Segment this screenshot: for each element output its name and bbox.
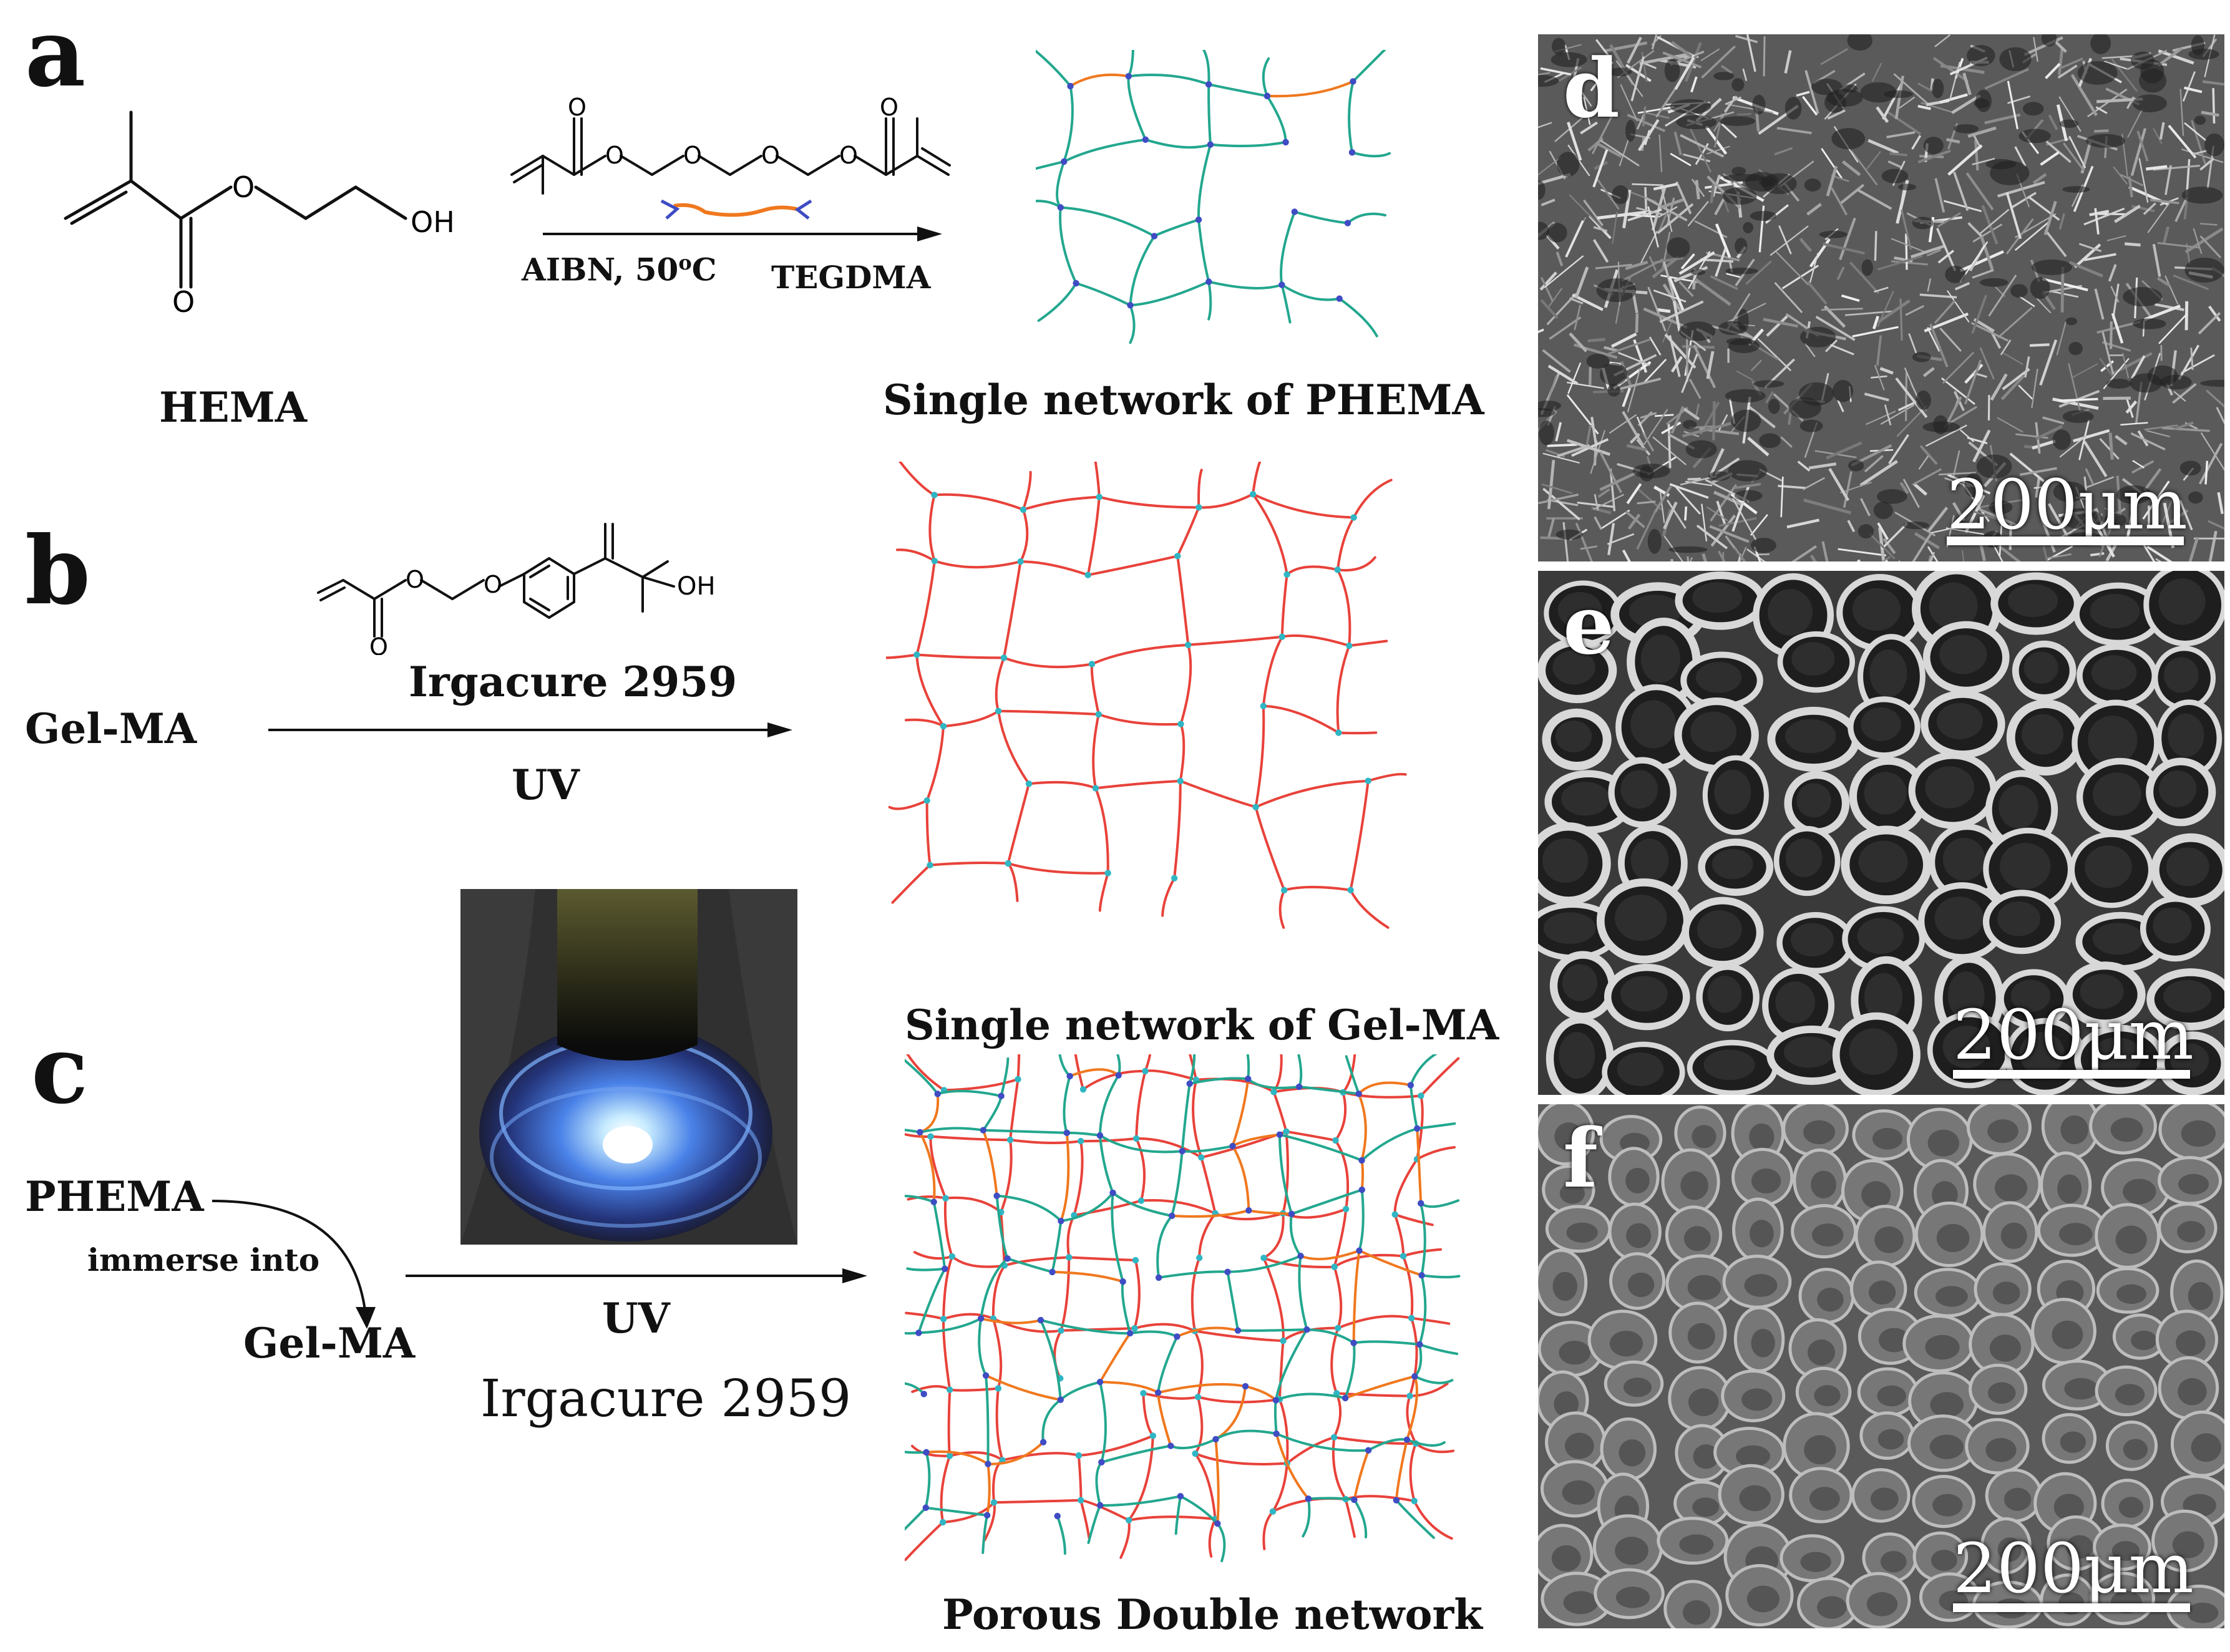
irgacure-oh: OH [677, 572, 716, 601]
irgacure-label-c: Irgacure 2959 [480, 1369, 852, 1429]
gelma-label-c: Gel-MA [243, 1319, 416, 1368]
arrow-a [543, 226, 942, 241]
scalebar-label-f: 200μm [1953, 1528, 2194, 1608]
immerse-label: immerse into [87, 1241, 320, 1278]
ester-o-label: O [232, 170, 255, 204]
tegdma-o-4: O [761, 142, 780, 169]
tegdma-structure: O O O O O O [510, 94, 951, 220]
sem-panel-e: e 200μm [1538, 571, 2224, 1095]
irgacure-o-3: O [369, 633, 388, 655]
sem-letter-e: e [1563, 577, 1615, 673]
gelma-label-b: Gel-MA [25, 704, 197, 753]
sem-letter-d: d [1563, 41, 1620, 136]
irgacure-o-1: O [406, 566, 424, 593]
arrow-b [268, 722, 792, 737]
uv-lamp-photo [460, 889, 797, 1245]
scalebar-d [1947, 537, 2184, 545]
phema-network-label: Single network of PHEMA [883, 376, 1484, 424]
panel-letter-a: a [25, 0, 86, 108]
double-network-label: Porous Double network [942, 1590, 1483, 1639]
uv-label-b: UV [512, 760, 580, 809]
hema-oh-label: OH [411, 205, 455, 239]
panel-letter-c: c [31, 1015, 89, 1125]
sem-letter-f: f [1563, 1110, 1598, 1206]
sem-panel-f: f 200μm [1538, 1104, 2224, 1628]
hema-structure: O O OH [64, 110, 455, 319]
crosslinker-label: TEGDMA [771, 259, 931, 296]
tegdma-o-1: O [568, 94, 587, 121]
crosslinker-glyph [673, 203, 799, 217]
tegdma-o-2: O [605, 142, 624, 169]
gelma-network-label: Single network of Gel-MA [905, 1001, 1499, 1049]
irgacure-structure: O O O OH [317, 523, 716, 655]
scalebar-f [1953, 1603, 2190, 1612]
panel-letter-b: b [25, 516, 90, 626]
scalebar-label-e: 200μm [1953, 995, 2194, 1075]
hema-label: HEMA [159, 383, 307, 432]
irgacure-label-b: Irgacure 2959 [409, 658, 738, 706]
phema-label-c: PHEMA [25, 1172, 204, 1221]
tegdma-o-3: O [683, 142, 702, 169]
network-double [905, 1054, 1461, 1563]
conditions-a: AIBN, 50oC [522, 251, 717, 288]
network-phema [1036, 50, 1391, 344]
tegdma-o-6: O [880, 94, 898, 121]
tegdma-o-5: O [839, 142, 858, 169]
network-gelma [886, 462, 1407, 929]
uv-label-c: UV [602, 1294, 670, 1343]
arrow-c [406, 1268, 867, 1283]
scalebar-label-d: 200μm [1947, 465, 2188, 545]
sem-panel-d: d 200μm [1538, 34, 2224, 561]
irgacure-o-2: O [484, 571, 502, 598]
scalebar-e [1953, 1070, 2190, 1079]
carbonyl-o-label: O [172, 285, 195, 319]
immerse-curved-arrow [212, 1200, 376, 1329]
